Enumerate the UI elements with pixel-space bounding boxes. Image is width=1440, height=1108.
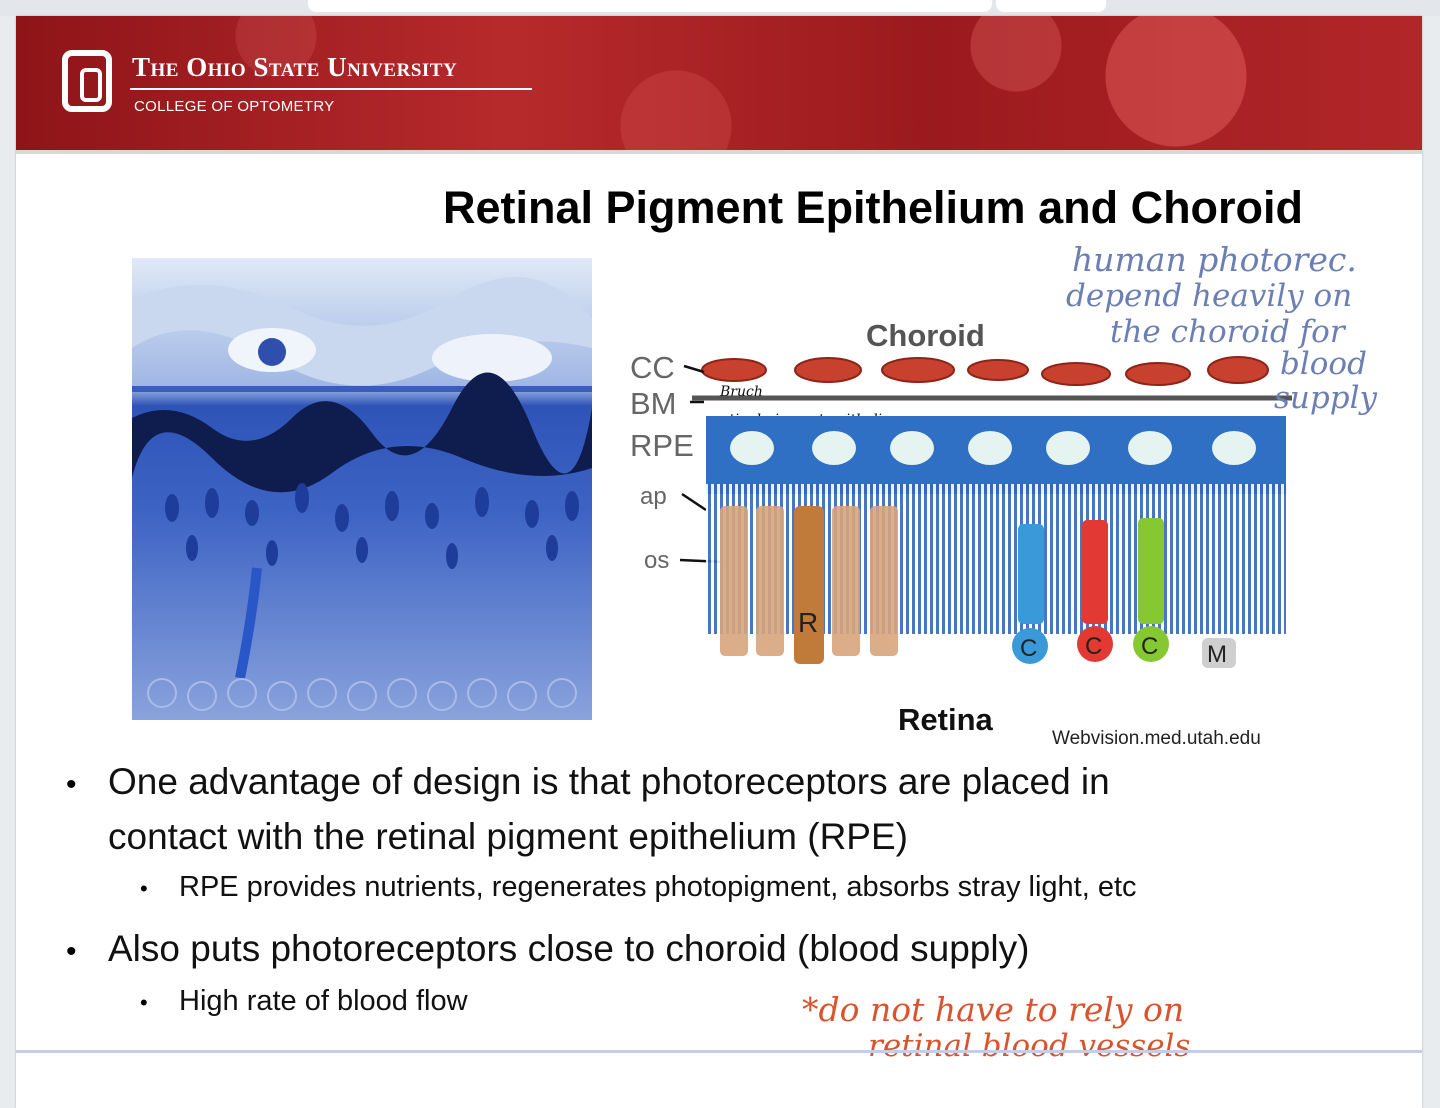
layer-label-ap: ap: [640, 483, 667, 510]
rpe-choroid-diagram: Choroid CC BM RPE ap os Bruch retinal: [630, 318, 1292, 748]
slide-title: Retinal Pigment Epithelium and Choroid: [443, 182, 1304, 233]
cell-label-cone-green: C: [1141, 633, 1158, 660]
note-line-3: the choroid for: [1110, 314, 1345, 350]
photoreceptors: R C C C M: [720, 506, 1236, 668]
bullet-dot-2: •: [66, 935, 77, 968]
rpe-cells: [706, 416, 1286, 634]
slide-footer-rule: [16, 1050, 1422, 1053]
note-line-1: human photorec.: [1072, 240, 1357, 279]
source-credit: Webvision.med.utah.edu: [1052, 728, 1261, 748]
university-name: The Ohio State University: [132, 52, 458, 82]
handwritten-bottom-note-2: retinal blood vessels: [868, 1028, 1191, 1064]
note-line-2: depend heavily on: [1066, 278, 1353, 314]
handwritten-bruch: Bruch: [719, 384, 763, 400]
layer-label-rpe: RPE: [630, 428, 694, 463]
cell-label-cone-blue: C: [1020, 635, 1037, 662]
top-tab-left[interactable]: [308, 0, 992, 12]
layer-label-os: os: [644, 547, 669, 574]
retina-micrograph: [132, 258, 592, 720]
layer-label-cc: CC: [630, 350, 675, 385]
choriocapillaris-vessels: [701, 356, 1269, 386]
university-banner: The Ohio State University COLLEGE OF OPT…: [16, 16, 1422, 150]
bullet-2: Also puts photoreceptors close to choroi…: [108, 928, 1030, 969]
bullet-1-line-1: One advantage of design is that photorec…: [108, 761, 1110, 802]
note-line-4: blood: [1280, 346, 1367, 382]
college-name: COLLEGE OF OPTOMETRY: [134, 98, 335, 115]
sub-bullet-dot-1: •: [140, 876, 148, 901]
retina-label: Retina: [898, 702, 994, 737]
rod-cell: [794, 506, 824, 664]
bullet-1-line-2: contact with the retinal pigment epithel…: [108, 816, 908, 857]
sub-bullet-dot-2: •: [140, 990, 148, 1015]
banner-divider: [130, 88, 532, 90]
banner-shadow: [16, 150, 1422, 154]
layer-label-bm: BM: [630, 386, 677, 421]
bullet-dot-1: •: [66, 768, 77, 801]
browser-top-strip: [0, 0, 1440, 16]
osu-logo: [62, 50, 112, 112]
cell-label-cone-red: C: [1085, 633, 1102, 660]
handwritten-bottom-note-1: *do not have to rely on: [802, 990, 1185, 1029]
note-line-5: supply: [1274, 380, 1377, 416]
cell-label-rod: R: [798, 607, 818, 638]
layer-labels: CC BM RPE ap os: [630, 350, 694, 574]
slide: The Ohio State University COLLEGE OF OPT…: [16, 16, 1422, 1108]
choroid-label: Choroid: [866, 318, 985, 353]
bullet-2-sub: High rate of blood flow: [179, 985, 468, 1017]
top-tab-right[interactable]: [996, 0, 1106, 12]
cell-label-muller: M: [1207, 641, 1227, 668]
bullet-1-sub: RPE provides nutrients, regenerates phot…: [179, 871, 1137, 903]
